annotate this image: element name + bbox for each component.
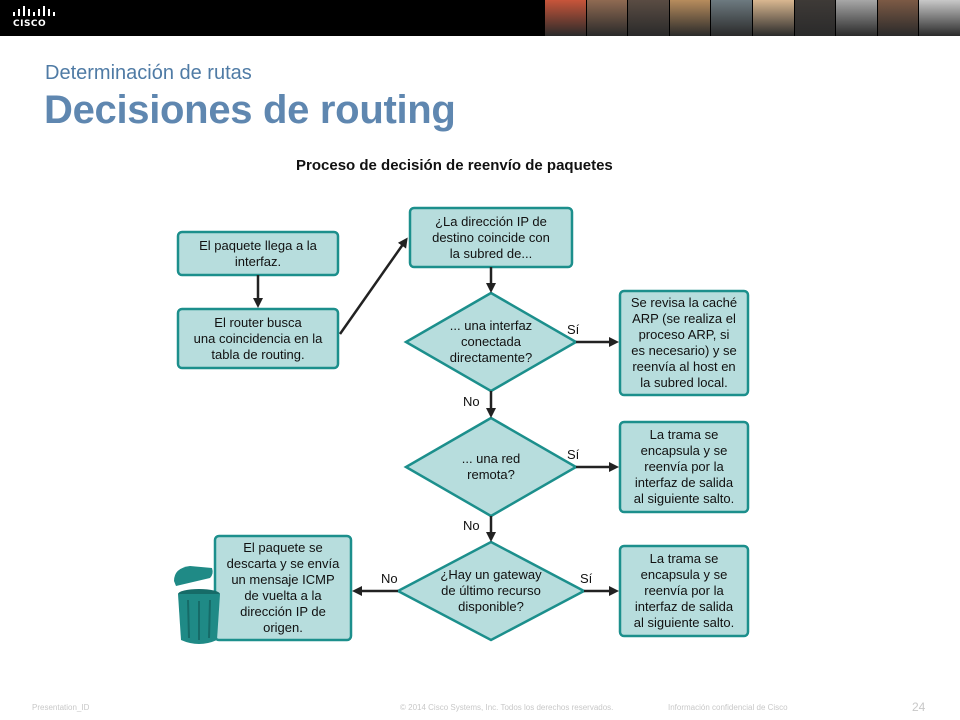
slide-title: Decisiones de routing: [44, 88, 456, 132]
footer-confidential: Información confidencial de Cisco: [668, 703, 788, 712]
node-gateway-last-resort: [395, 540, 587, 642]
header-photo: [835, 0, 877, 36]
edge-label-no-gateway: No: [381, 571, 398, 586]
node-arp-check: [618, 289, 750, 397]
header-photo: [627, 0, 669, 36]
edge-label-no-remote: No: [463, 518, 480, 533]
encap-next-hop-2-text: La trama se encapsula y se reenvía por l…: [633, 551, 735, 630]
header-band: CISCO: [0, 0, 960, 36]
header-photo: [876, 0, 919, 36]
header-photo: [918, 0, 960, 36]
header-photo: [710, 0, 752, 36]
cisco-logo-icon: [13, 6, 55, 16]
header-photo: [793, 0, 836, 36]
gateway-last-resort-text: ¿Hay un gateway de último recurso dispon…: [440, 567, 542, 614]
header-photo: [668, 0, 711, 36]
dest-ip-match-text: ¿La dirección IP de destino coincide con…: [432, 213, 550, 261]
edge-label-no-connected: No: [463, 394, 480, 409]
arrow-lookup-to-match: [338, 237, 408, 335]
node-encap-next-hop-1: [618, 420, 750, 514]
slide-subtitle: Determinación de rutas: [45, 62, 252, 84]
edge-label-yes-connected: Sí: [567, 322, 580, 337]
diagram-title: Proceso de decisión de reenvío de paquet…: [296, 157, 613, 174]
connected-iface-text: ... una interfaz conectada directamente?: [449, 318, 533, 365]
remote-network-text: ... una red remota?: [461, 451, 521, 482]
footer-copyright: © 2014 Cisco Systems, Inc. Todos los der…: [400, 703, 614, 712]
logo-text: CISCO: [13, 19, 47, 29]
arp-check-text: Se revisa la caché ARP (se realiza el pr…: [630, 295, 738, 390]
node-encap-next-hop-2: [618, 544, 750, 638]
encap-next-hop-1-text: La trama se encapsula y se reenvía por l…: [633, 427, 735, 506]
header-photo: [585, 0, 628, 36]
header-photo: [751, 0, 794, 36]
edge-label-yes-remote: Sí: [567, 447, 580, 462]
packet-arrives-text: El paquete llega a la interfaz.: [199, 237, 317, 269]
header-photo: [544, 0, 586, 36]
node-router-lookup: [176, 307, 340, 370]
node-drop-packet: [213, 534, 353, 642]
router-lookup-text: El router busca una coincidencia en la t…: [193, 314, 323, 362]
drop-packet-text: El paquete se descarta y se envía un men…: [226, 540, 340, 635]
edge-label-yes-gateway: Sí: [580, 571, 593, 586]
page-number: 24: [912, 700, 926, 714]
photo-strip: [544, 0, 960, 36]
footer-presentation-id: Presentation_ID: [32, 703, 90, 712]
trash-bin-icon: [174, 566, 220, 644]
